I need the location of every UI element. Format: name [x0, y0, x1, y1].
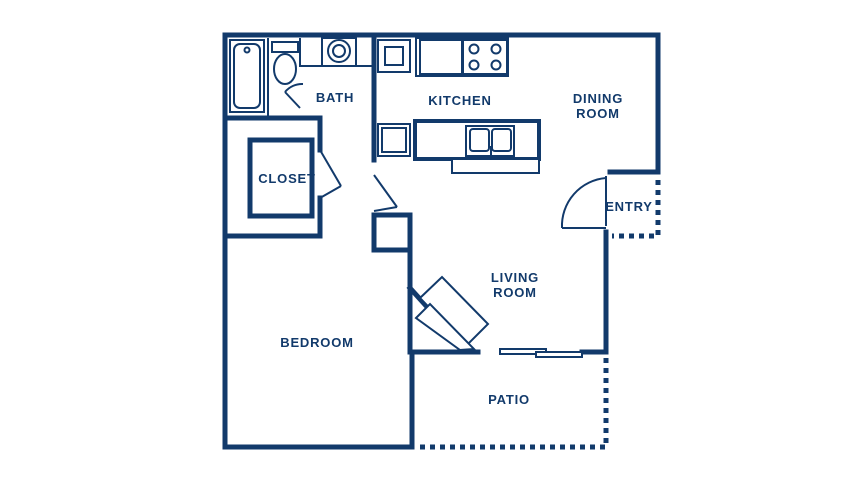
room-label-dining: DINING ROOM	[572, 91, 624, 121]
pantry-inner	[381, 127, 407, 153]
door-swing-icon	[319, 149, 342, 199]
room-label-entry: ENTRY	[605, 199, 653, 214]
stove-icon	[462, 39, 508, 75]
left-outer-wall	[222, 32, 415, 450]
closet-shelf	[247, 137, 315, 219]
outer-wall	[222, 32, 661, 175]
door-swing-icon	[373, 174, 398, 212]
sink-icon	[321, 37, 357, 67]
kitchen-sink-icon	[413, 119, 541, 174]
fireplace	[414, 275, 490, 352]
room-label-closet: CLOSET	[258, 171, 316, 186]
room-label-bath: BATH	[315, 90, 355, 105]
toilet-icon	[271, 41, 299, 85]
door-swing-icon	[560, 176, 607, 229]
room-label-patio: PATIO	[488, 392, 530, 407]
room-label-living: LIVING ROOM	[490, 270, 540, 300]
bathtub-icon	[229, 39, 265, 113]
sliding-door-icon	[499, 348, 583, 358]
closet-box	[371, 212, 413, 253]
door-swing-icon	[284, 82, 304, 109]
room-label-kitchen: KITCHEN	[428, 93, 492, 108]
room-label-bedroom: BEDROOM	[280, 335, 354, 350]
closet-wall-lower	[225, 195, 323, 239]
patio-boundary	[418, 358, 609, 450]
dishwasher	[419, 39, 463, 75]
bath-wall	[225, 115, 323, 153]
refrigerator-icon	[377, 39, 411, 73]
